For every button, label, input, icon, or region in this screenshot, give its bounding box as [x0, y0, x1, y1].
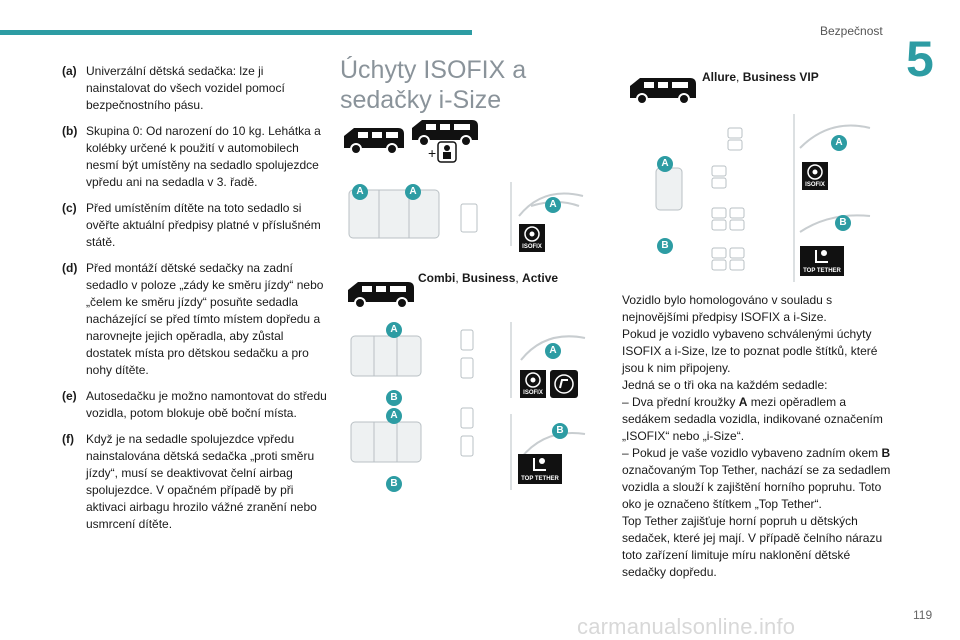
child-seat-icon [815, 250, 828, 263]
variant-separator: , [515, 271, 523, 285]
anchor-a-badge: A [657, 156, 673, 172]
top-tether-label-text: TOP TETHER [803, 268, 841, 274]
child-seat-icon [533, 458, 546, 471]
note-item: (a) Univerzální dětská sedačka: lze ji na… [62, 63, 330, 114]
seats-diagram-3 [655, 114, 871, 282]
variant-separator: , [736, 70, 743, 84]
note-key: (e) [62, 389, 77, 403]
svg-text:+: + [428, 145, 436, 161]
anchor-a-badge: A [831, 135, 847, 151]
note-text: Univerzální dětská sedačka: lze ji nains… [86, 64, 285, 112]
header-accent-bar [0, 30, 472, 35]
top-tether-label-text: TOP TETHER [521, 476, 559, 482]
isofix-label: ISOFIX [520, 370, 546, 398]
isofix-label-text: ISOFIX [523, 390, 543, 396]
variant-name: Combi [418, 271, 456, 285]
note-text: Před montáží dětské sedačky na zadní sed… [86, 261, 324, 377]
body-paragraph: Pokud je vozidlo vybaveno schválenými úc… [622, 327, 878, 375]
i-size-label [550, 370, 578, 398]
child-seat-icon [554, 374, 574, 394]
watermark: carmanualsonline.info [577, 614, 796, 639]
note-key: (b) [62, 124, 78, 138]
note-item: (e) Autosedačku je možno namontovat do st… [62, 388, 330, 422]
van-short-icon [344, 128, 404, 155]
anchor-a-badge: A [386, 408, 402, 424]
variant-name: Business [462, 271, 516, 285]
note-key: (c) [62, 201, 77, 215]
isofix-label: ISOFIX [802, 162, 828, 190]
van-icon [630, 78, 696, 105]
anchor-b-badge: B [657, 238, 673, 254]
child-seat-icon [807, 164, 823, 180]
seats-diagram-2 [350, 322, 586, 490]
note-text: Skupina 0: Od narození do 10 kg. Lehátka… [86, 124, 321, 189]
anchor-a-badge: A [352, 184, 368, 200]
note-text: Když je na sedadle spolujezdce vpředu na… [86, 432, 317, 531]
body-text-run: označovaným Top Tether, nachází se za se… [622, 463, 891, 511]
body-text-run: mezi opěradlem a sedákem sedadla vozidla… [622, 395, 883, 443]
variant-name: Allure [702, 70, 737, 84]
note-text: Před umístěním dítěte na toto sedadlo si… [86, 201, 321, 249]
anchor-b-badge: B [552, 423, 568, 439]
page-number: 119 [913, 608, 933, 622]
body-text-run: – Dva přední kroužky [622, 395, 739, 409]
body-text-run: – Pokud je vaše vozidlo vybaveno zadním … [622, 446, 882, 460]
van-long-icon [412, 120, 478, 147]
top-tether-label: TOP TETHER [518, 454, 562, 484]
anchor-a-badge: A [545, 343, 561, 359]
note-key: (a) [62, 64, 77, 78]
chapter-number: 5 [906, 31, 934, 87]
top-tether-label: TOP TETHER [800, 246, 844, 276]
body-key: A [738, 395, 748, 409]
passenger-plus-icon: + [428, 141, 457, 163]
anchor-a-badge: A [405, 184, 421, 200]
anchor-b-badge: B [386, 476, 402, 492]
body-paragraph: Top Tether zajišťuje horní popruh u děts… [622, 514, 883, 579]
body-key: B [881, 446, 891, 460]
note-item: (c) Před umístěním dítěte na toto sedadlo… [62, 200, 330, 251]
anchor-a-badge: A [545, 197, 561, 213]
note-key: (f) [62, 432, 74, 446]
section-name: Bezpečnost [820, 24, 883, 38]
anchor-b-badge: B [835, 215, 851, 231]
note-text: Autosedačku je možno namontovat do střed… [86, 389, 327, 420]
variant-separator: , [455, 271, 463, 285]
isofix-label-text: ISOFIX [805, 182, 825, 188]
body-paragraph: Vozidlo bylo homologováno v souladu s ne… [622, 293, 833, 324]
seats-diagram-1 [348, 182, 584, 246]
body-paragraph: – Pokud je vaše vozidlo vybaveno zadním … [622, 445, 892, 513]
variant-label-allure: Allure, Business VIP [702, 70, 819, 84]
variant-label-combi: Combi, Business, Active [418, 271, 558, 285]
variant-name: Business VIP [742, 70, 819, 84]
anchor-b-badge: B [386, 390, 402, 406]
note-item: (b) Skupina 0: Od narození do 10 kg. Lehá… [62, 123, 330, 191]
notes-list: (a) Univerzální dětská sedačka: lze ji na… [62, 63, 330, 542]
body-text: Vozidlo bylo homologováno v souladu s ne… [622, 292, 892, 581]
note-key: (d) [62, 261, 78, 275]
van-icon [348, 282, 414, 309]
section-heading: Úchyty ISOFIX a sedačky i-Size [340, 56, 527, 114]
note-item: (f) Když je na sedadle spolujezdce vpředu… [62, 431, 330, 533]
variant-name: Active [522, 271, 559, 285]
child-seat-icon [525, 372, 541, 388]
child-seat-icon [524, 226, 540, 242]
isofix-label: ISOFIX [519, 224, 545, 252]
anchor-a-badge: A [386, 322, 402, 338]
isofix-label-text: ISOFIX [522, 244, 542, 250]
note-item: (d) Před montáží dětské sedačky na zadní … [62, 260, 330, 379]
body-paragraph: Jedná se o tři oka na každém sedadle: [622, 378, 828, 392]
body-paragraph: – Dva přední kroužky A mezi opěradlem a … [622, 394, 892, 445]
